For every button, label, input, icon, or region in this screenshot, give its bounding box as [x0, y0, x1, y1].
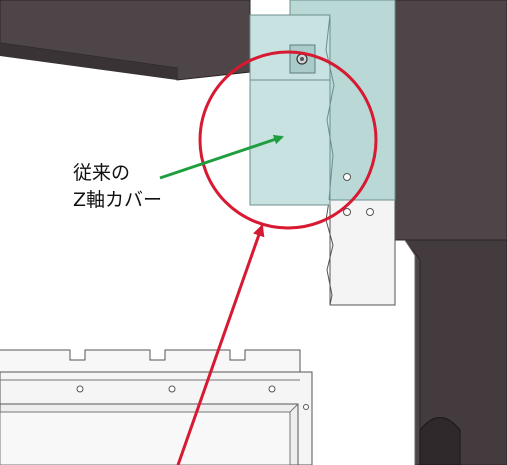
callout-arrow-red [176, 224, 265, 465]
cover-panel-front [249, 14, 331, 206]
fixture-window-edge [289, 403, 299, 413]
fixture-hole-3 [268, 385, 276, 393]
fixture-hole-2 [168, 385, 176, 393]
screw-hole-1 [343, 173, 351, 181]
fixture-hole-1 [76, 385, 84, 393]
bolt-center [300, 57, 304, 61]
cover-panel-jagged-edge [325, 14, 335, 201]
upper-beam-shade [0, 43, 177, 80]
right-column-edge [404, 239, 416, 465]
screw-hole-2 [343, 208, 351, 216]
fixture-hole-4 [303, 404, 309, 410]
callout-label-line2: Z軸カバー [73, 189, 163, 211]
highlight-circle [198, 50, 378, 230]
fixture-window-inner [0, 411, 291, 465]
fixture-top-rail [0, 349, 301, 373]
callout-arrow-green [159, 134, 284, 180]
callout-label-line1: 従来の [73, 162, 131, 184]
right-lower-housing [404, 239, 507, 465]
z-axis-plate-jagged-edge [325, 194, 334, 306]
callout-label: 従来の Z軸カバー [73, 160, 162, 214]
screw-hole-3 [366, 208, 374, 216]
bottom-knob [419, 417, 461, 465]
